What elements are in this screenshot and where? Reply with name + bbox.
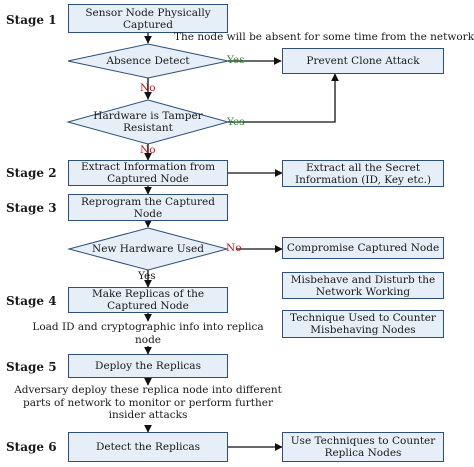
stage-2-label: Stage 2 — [6, 166, 57, 180]
yes-label-tamper: Yes — [227, 116, 245, 128]
no-label-tamper: No — [140, 144, 156, 156]
absence-detect-text: Absence Detect — [106, 55, 190, 67]
arrow-tamper-to-prevent — [228, 73, 339, 123]
detect-replicas-box: Detect the Replicas — [68, 432, 228, 462]
prevent-clone-box: Prevent Clone Attack — [282, 48, 444, 74]
sensor-captured-box: Sensor Node Physically Captured — [68, 4, 228, 33]
technique-counter-box: Technique Used to Counter Misbehaving No… — [282, 310, 444, 338]
stage-4-label: Stage 4 — [6, 294, 57, 308]
no-label-newhw: No — [226, 242, 242, 254]
note-adversary: Adversary deploy these replica node into… — [14, 384, 282, 421]
deploy-replicas-box: Deploy the Replicas — [68, 354, 228, 378]
misbehave-box: Misbehave and Disturb the Network Workin… — [282, 272, 444, 299]
use-techniques-box: Use Techniques to Counter Replica Nodes — [282, 432, 444, 462]
make-replicas-box: Make Replicas of the Captured Node — [68, 287, 228, 313]
yes-label-absence: Yes — [227, 54, 245, 66]
stage-1-label: Stage 1 — [6, 13, 57, 27]
note-absent: The node will be absent for some time fr… — [174, 31, 474, 43]
stage-3-label: Stage 3 — [6, 201, 57, 215]
reprogram-box: Reprogram the Captured Node — [68, 194, 228, 221]
tamper-resistant-text: Hardware is Tamper Resistant — [93, 110, 203, 134]
extract-info-box: Extract Information from Captured Node — [68, 160, 228, 186]
compromise-box: Compromise Captured Node — [282, 237, 444, 259]
no-label-absence: No — [140, 82, 156, 94]
note-load-id: Load ID and cryptographic info into repl… — [32, 321, 264, 346]
stage-5-label: Stage 5 — [6, 360, 57, 374]
new-hardware-text: New Hardware Used — [92, 243, 204, 255]
yes-label-newhw: Yes — [138, 270, 156, 282]
stage-6-label: Stage 6 — [6, 440, 57, 454]
extract-secret-box: Extract all the Secret Information (ID, … — [282, 160, 444, 187]
